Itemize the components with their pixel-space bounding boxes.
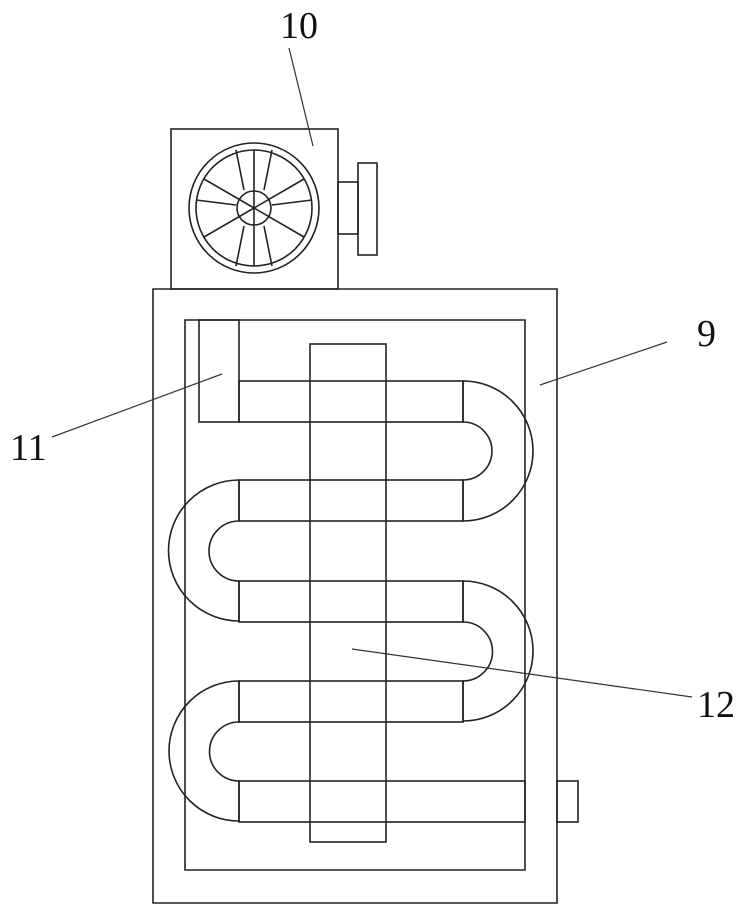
leader-11 xyxy=(51,373,223,438)
pipe-inlet xyxy=(198,319,240,423)
pipe-bend-left-1 xyxy=(167,479,240,622)
pipe-run-4 xyxy=(238,680,464,723)
housing-wall xyxy=(152,288,558,904)
fan-unit xyxy=(170,128,378,290)
pipe-run-3 xyxy=(238,580,464,623)
pipe-run-5 xyxy=(238,780,526,823)
fan-icon xyxy=(188,142,320,274)
label-pipe-inlet: 11 xyxy=(10,427,47,469)
pipe-bend-right-1 xyxy=(462,380,534,522)
motor-shaft xyxy=(337,181,359,235)
label-core-column: 12 xyxy=(697,684,735,726)
motor-body xyxy=(357,162,378,256)
housing xyxy=(152,288,579,904)
pipe-bend-right-2 xyxy=(462,580,534,722)
pipe-run-2 xyxy=(238,479,464,522)
fan-blades-icon xyxy=(195,149,313,267)
label-housing: 9 xyxy=(697,313,716,355)
outlet-pipe xyxy=(556,780,579,823)
pipe-bend-left-2 xyxy=(168,680,240,822)
leader-9 xyxy=(539,341,668,386)
core-column xyxy=(309,343,387,843)
leader-12 xyxy=(351,648,693,698)
leader-10 xyxy=(288,47,314,147)
label-fan-unit: 10 xyxy=(280,5,318,47)
fan-hub xyxy=(236,190,272,226)
pipe-run-1 xyxy=(238,380,464,423)
serpentine-pipe xyxy=(167,319,534,823)
